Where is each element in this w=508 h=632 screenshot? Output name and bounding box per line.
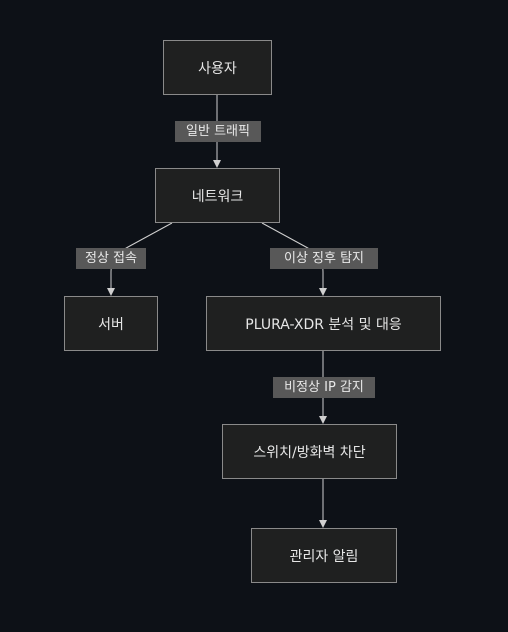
node-switch-firewall: 스위치/방화벽 차단 xyxy=(222,424,397,479)
node-server-label: 서버 xyxy=(98,316,124,333)
node-user: 사용자 xyxy=(163,40,272,95)
node-plura-xdr: PLURA-XDR 분석 및 대응 xyxy=(206,296,441,351)
node-admin-alert: 관리자 알림 xyxy=(251,528,397,583)
edge-label-network-server: 정상 접속 xyxy=(76,248,146,269)
node-server: 서버 xyxy=(64,296,158,351)
node-network: 네트워크 xyxy=(155,168,280,223)
edge-label-plura-switch: 비정상 IP 감지 xyxy=(273,377,375,398)
edge-label-network-plura: 이상 징후 탐지 xyxy=(270,248,378,269)
node-network-label: 네트워크 xyxy=(191,188,244,205)
node-plura-xdr-label: PLURA-XDR 분석 및 대응 xyxy=(245,316,402,333)
node-user-label: 사용자 xyxy=(198,60,237,77)
node-switch-firewall-label: 스위치/방화벽 차단 xyxy=(253,444,366,461)
node-admin-alert-label: 관리자 알림 xyxy=(289,548,359,565)
edge-label-user-network: 일반 트래픽 xyxy=(175,121,261,142)
